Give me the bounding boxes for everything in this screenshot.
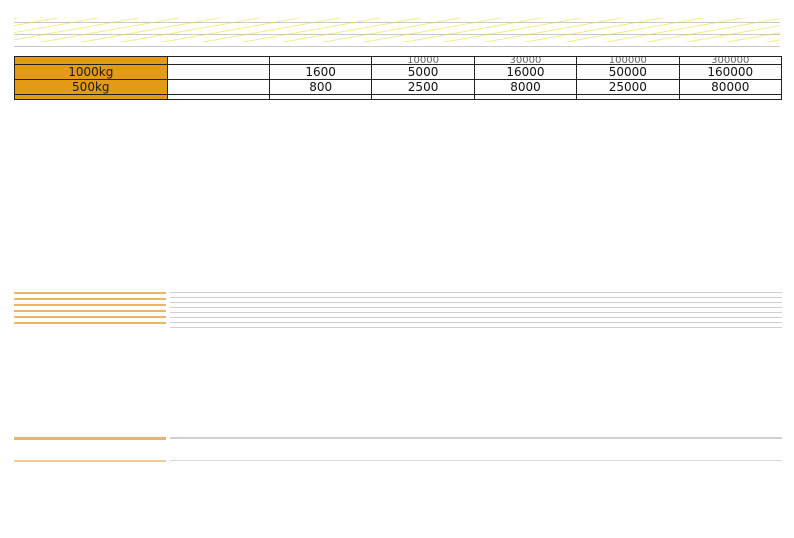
row-label-cell: 500kg xyxy=(14,79,168,95)
table-cell: 16000 xyxy=(473,64,578,80)
table-row: 1000kg 1600 5000 16000 50000 160000 xyxy=(14,64,783,80)
table-cell xyxy=(268,56,373,65)
row-label-cell: 1000kg xyxy=(14,64,168,80)
table-row-partial-bottom xyxy=(14,94,783,100)
table-cell xyxy=(576,94,680,100)
table-cell: 800 xyxy=(268,79,373,95)
row-label-cell xyxy=(14,56,168,65)
table-cell: 50000 xyxy=(576,64,680,80)
table-cell: 2500 xyxy=(371,79,475,95)
table-cell xyxy=(371,94,475,100)
faded-table-strip xyxy=(14,286,782,334)
table-cell: 10000 xyxy=(371,56,475,65)
faded-data-columns xyxy=(170,460,782,461)
table-cell: 160000 xyxy=(678,64,783,80)
table-cell: 80000 xyxy=(678,79,783,95)
table-cell xyxy=(268,94,373,100)
scan-line xyxy=(14,46,780,47)
table-cell: 30000 xyxy=(473,56,578,65)
row-label-cell xyxy=(14,94,168,100)
yellow-scan-artifact xyxy=(14,18,780,42)
table-cell xyxy=(473,94,578,100)
table-cell: 100000 xyxy=(576,56,680,65)
table-cell xyxy=(166,79,270,95)
table-row-partial-top: 10000 30000 100000 300000 xyxy=(14,56,783,65)
faded-table-strip xyxy=(14,458,782,464)
table-cell xyxy=(678,94,783,100)
table-cell: 8000 xyxy=(473,79,578,95)
table-cell: 25000 xyxy=(576,79,680,95)
faded-data-columns xyxy=(170,292,782,328)
table-cell: 5000 xyxy=(371,64,475,80)
table-cell xyxy=(166,64,270,80)
table-cell: 300000 xyxy=(678,56,783,65)
table-cell xyxy=(166,94,270,100)
faded-label-column xyxy=(14,292,166,328)
load-table: 10000 30000 100000 300000 1000kg 1600 50… xyxy=(14,56,783,100)
faded-data-columns xyxy=(170,437,782,439)
table-cell xyxy=(166,56,270,65)
faded-label-column xyxy=(14,437,166,440)
faded-table-strip xyxy=(14,434,782,442)
table-row: 500kg 800 2500 8000 25000 80000 xyxy=(14,79,783,95)
faded-label-column xyxy=(14,460,166,462)
table-cell: 1600 xyxy=(268,64,373,80)
